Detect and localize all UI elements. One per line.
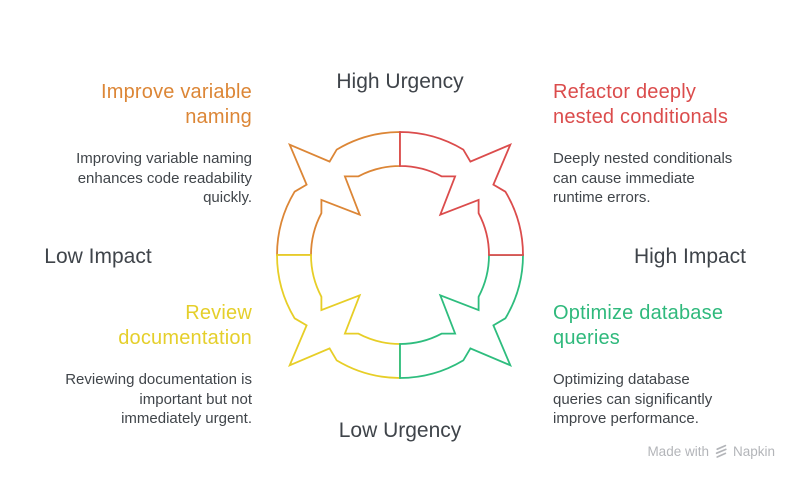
quadrant-description-line: immediately urgent. [121, 410, 252, 427]
made-with-napkin-badge[interactable]: Made with Napkin [647, 444, 775, 459]
axis-label-high-impact: High Impact [633, 245, 747, 268]
quadrant-title: Optimize database queries [553, 301, 775, 351]
axis-label-low-urgency: Low Urgency [338, 419, 462, 442]
quadrant-top-right: Refactor deeply nested conditionals Deep… [553, 80, 775, 208]
quadrant-description-line: important but not [139, 390, 252, 408]
quadrant-description: Optimizing database queries can signific… [553, 370, 775, 429]
quadrant-bottom-right: Optimize database queries Optimizing dat… [553, 301, 775, 429]
quadrant-title-line: Improve variable [100, 81, 252, 103]
quadrant-description: Improving variable naming enhances code … [30, 149, 252, 208]
cycle-arrow-top-right [399, 131, 524, 256]
napkin-logo-icon [715, 444, 727, 458]
quadrant-description-line: improve performance. [553, 410, 699, 427]
quadrant-title-line: Refactor deeply [553, 81, 697, 103]
quadrant-title-line: documentation [118, 327, 252, 349]
quadrant-description-line: can cause immediate [553, 169, 695, 187]
watermark-prefix: Made with [647, 444, 709, 459]
quadrant-title-line: Review [185, 302, 252, 324]
quadrant-description-line: Deeply nested conditionals [553, 150, 733, 167]
cycle-arrow-top-left [276, 131, 401, 256]
cycle-arrow-bottom-left [276, 254, 401, 379]
quadrant-description-line: runtime errors. [553, 189, 651, 206]
quadrant-bottom-left: Review documentation Reviewing documenta… [30, 301, 252, 429]
quadrant-description: Deeply nested conditionals can cause imm… [553, 149, 775, 208]
quadrant-description-line: Improving variable naming [76, 150, 252, 167]
watermark-brand: Napkin [732, 444, 775, 459]
quadrant-title-line: naming [185, 106, 252, 128]
cycle-arrow-bottom-right [399, 254, 524, 379]
quadrant-description: Reviewing documentation is important but… [30, 370, 252, 429]
quadrant-title: Refactor deeply nested conditionals [553, 80, 775, 130]
axis-label-high-urgency: High Urgency [336, 70, 464, 93]
quadrant-title-line: Optimize database [553, 302, 724, 324]
quadrant-description-line: quickly. [203, 189, 252, 206]
quadrant-title-line: queries [553, 327, 620, 349]
quadrant-title-line: nested conditionals [553, 106, 729, 128]
quadrant-description-line: queries can significantly [553, 390, 713, 408]
quadrant-title: Improve variable naming [30, 80, 252, 130]
quadrant-top-left: Improve variable naming Improving variab… [30, 80, 252, 208]
quadrant-description-line: Reviewing documentation is [65, 371, 252, 388]
quadrant-title: Review documentation [30, 301, 252, 351]
axis-label-low-impact: Low Impact [44, 245, 152, 268]
quadrant-description-line: Optimizing database [553, 371, 690, 388]
quadrant-description-line: enhances code readability [77, 169, 252, 187]
